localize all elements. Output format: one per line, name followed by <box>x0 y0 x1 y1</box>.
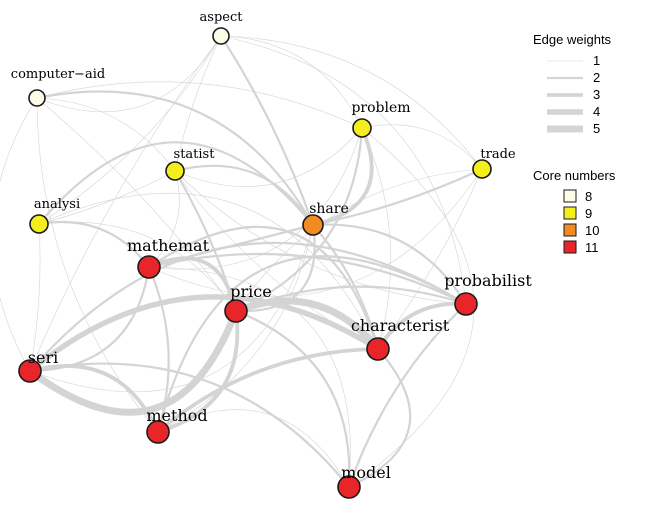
edge-weights-legend-title: Edge weights <box>533 32 612 47</box>
edge-seri-characterist <box>27 294 381 374</box>
node-label-trade: trade <box>480 147 516 162</box>
node-label-mathemat: mathemat <box>127 236 210 255</box>
edge-statist-mathemat <box>148 170 180 268</box>
node-label-computer-aid: computer−aid <box>11 67 105 82</box>
edge-analysi-price <box>38 221 237 312</box>
core-label-10: 10 <box>585 223 599 238</box>
edge-statist-share <box>173 164 315 227</box>
edge-computer-aid-price <box>36 97 237 312</box>
edge-computer-aid-statist <box>36 97 176 172</box>
edge-mathemat-model <box>148 266 351 488</box>
core-label-8: 8 <box>585 189 592 204</box>
core-swatch-11 <box>563 240 577 254</box>
edge-mathemat-seri <box>28 265 151 373</box>
node-problem[interactable] <box>352 118 372 138</box>
edge-seri-model <box>28 362 351 489</box>
node-label-method: method <box>146 406 207 425</box>
node-method[interactable] <box>146 420 170 444</box>
node-label-seri: seri <box>28 348 58 367</box>
node-analysi[interactable] <box>29 214 49 234</box>
core-label-11: 11 <box>585 240 599 255</box>
node-model[interactable] <box>337 475 361 499</box>
node-aspect[interactable] <box>212 27 230 45</box>
edge-mathemat-characterist <box>147 225 380 351</box>
edge-aspect-analysi <box>38 35 222 225</box>
edge-method-characterist <box>156 347 380 434</box>
edge-share-probabilist <box>311 223 468 306</box>
node-label-aspect: aspect <box>200 10 244 25</box>
node-probabilist[interactable] <box>454 292 478 316</box>
edge-characterist-model <box>347 347 412 489</box>
core-label-9: 9 <box>585 206 592 221</box>
core-swatch-10 <box>563 223 577 237</box>
node-computer-aid[interactable] <box>28 89 46 107</box>
core-swatch-8 <box>563 189 577 203</box>
edge-weight-label-4: 4 <box>593 104 600 119</box>
edge-trade-share <box>311 167 484 227</box>
node-label-share: share <box>309 201 349 217</box>
edge-aspect-share <box>219 34 315 227</box>
edge-price-model <box>234 309 351 489</box>
edge-computer-aid-problem <box>36 81 363 129</box>
node-seri[interactable] <box>18 359 42 383</box>
node-label-model: model <box>341 463 391 482</box>
edge-computer-aid-share <box>35 90 315 227</box>
node-characterist[interactable] <box>366 337 390 361</box>
edge-share-seri <box>29 224 314 392</box>
node-label-price: price <box>230 282 271 301</box>
edge-weights-legend: 1 2 3 4 5 <box>547 53 600 136</box>
node-label-statist: statist <box>174 147 216 162</box>
edge-price-seri <box>26 307 240 416</box>
label-layer: aspect computer−aid problem trade statist ana… <box>11 10 533 482</box>
edge-layer <box>0 34 484 489</box>
edge-analysi-seri <box>29 223 41 372</box>
core-swatch-9 <box>563 206 577 220</box>
edge-seri-method <box>28 364 160 434</box>
edge-weight-label-2: 2 <box>593 70 600 85</box>
edge-aspect-probabilist <box>220 35 467 305</box>
edge-method-probabilist <box>156 255 468 434</box>
node-label-probabilist: probabilist <box>444 271 532 290</box>
edge-aspect-problem <box>220 35 363 129</box>
edge-aspect-statist <box>174 35 222 172</box>
edge-method-model <box>157 409 350 488</box>
legend: Edge weights 1 2 3 4 5 Core numbers 8 9 10 11 <box>533 32 616 255</box>
edge-problem-share <box>311 126 374 227</box>
edge-seri-probabilist <box>28 241 468 373</box>
node-statist[interactable] <box>165 161 185 181</box>
node-label-characterist: characterist <box>351 316 450 335</box>
edge-computer-aid-seri <box>0 97 38 372</box>
edge-analysi-characterist <box>38 192 379 350</box>
edge-characterist-probabilist <box>376 301 468 351</box>
node-mathemat[interactable] <box>137 255 161 279</box>
edge-statist-probabilist <box>174 170 467 305</box>
edge-problem-statist <box>174 127 363 187</box>
node-layer <box>18 27 492 499</box>
node-price[interactable] <box>224 299 248 323</box>
edge-weight-label-3: 3 <box>593 87 600 102</box>
edge-computer-aid-method <box>36 97 159 433</box>
node-trade[interactable] <box>472 159 492 179</box>
node-share[interactable] <box>302 214 324 236</box>
node-label-analysi: analysi <box>34 197 80 212</box>
core-numbers-legend: 8 9 10 11 <box>563 189 599 255</box>
edge-aspect-trade <box>220 35 483 170</box>
edge-aspect-seri <box>29 35 222 372</box>
edge-share-method <box>157 224 314 433</box>
edge-analysi-share <box>37 141 315 227</box>
node-label-problem: problem <box>351 100 410 116</box>
edge-weight-label-1: 1 <box>593 53 600 68</box>
edge-trade-price <box>235 168 483 312</box>
edge-problem-trade <box>361 124 483 170</box>
edge-weight-label-5: 5 <box>593 121 600 136</box>
core-numbers-legend-title: Core numbers <box>533 168 616 183</box>
edge-model-probabilist <box>347 302 468 489</box>
edge-aspect-computer-aid <box>36 35 222 113</box>
edge-statist-analysi <box>38 170 176 225</box>
